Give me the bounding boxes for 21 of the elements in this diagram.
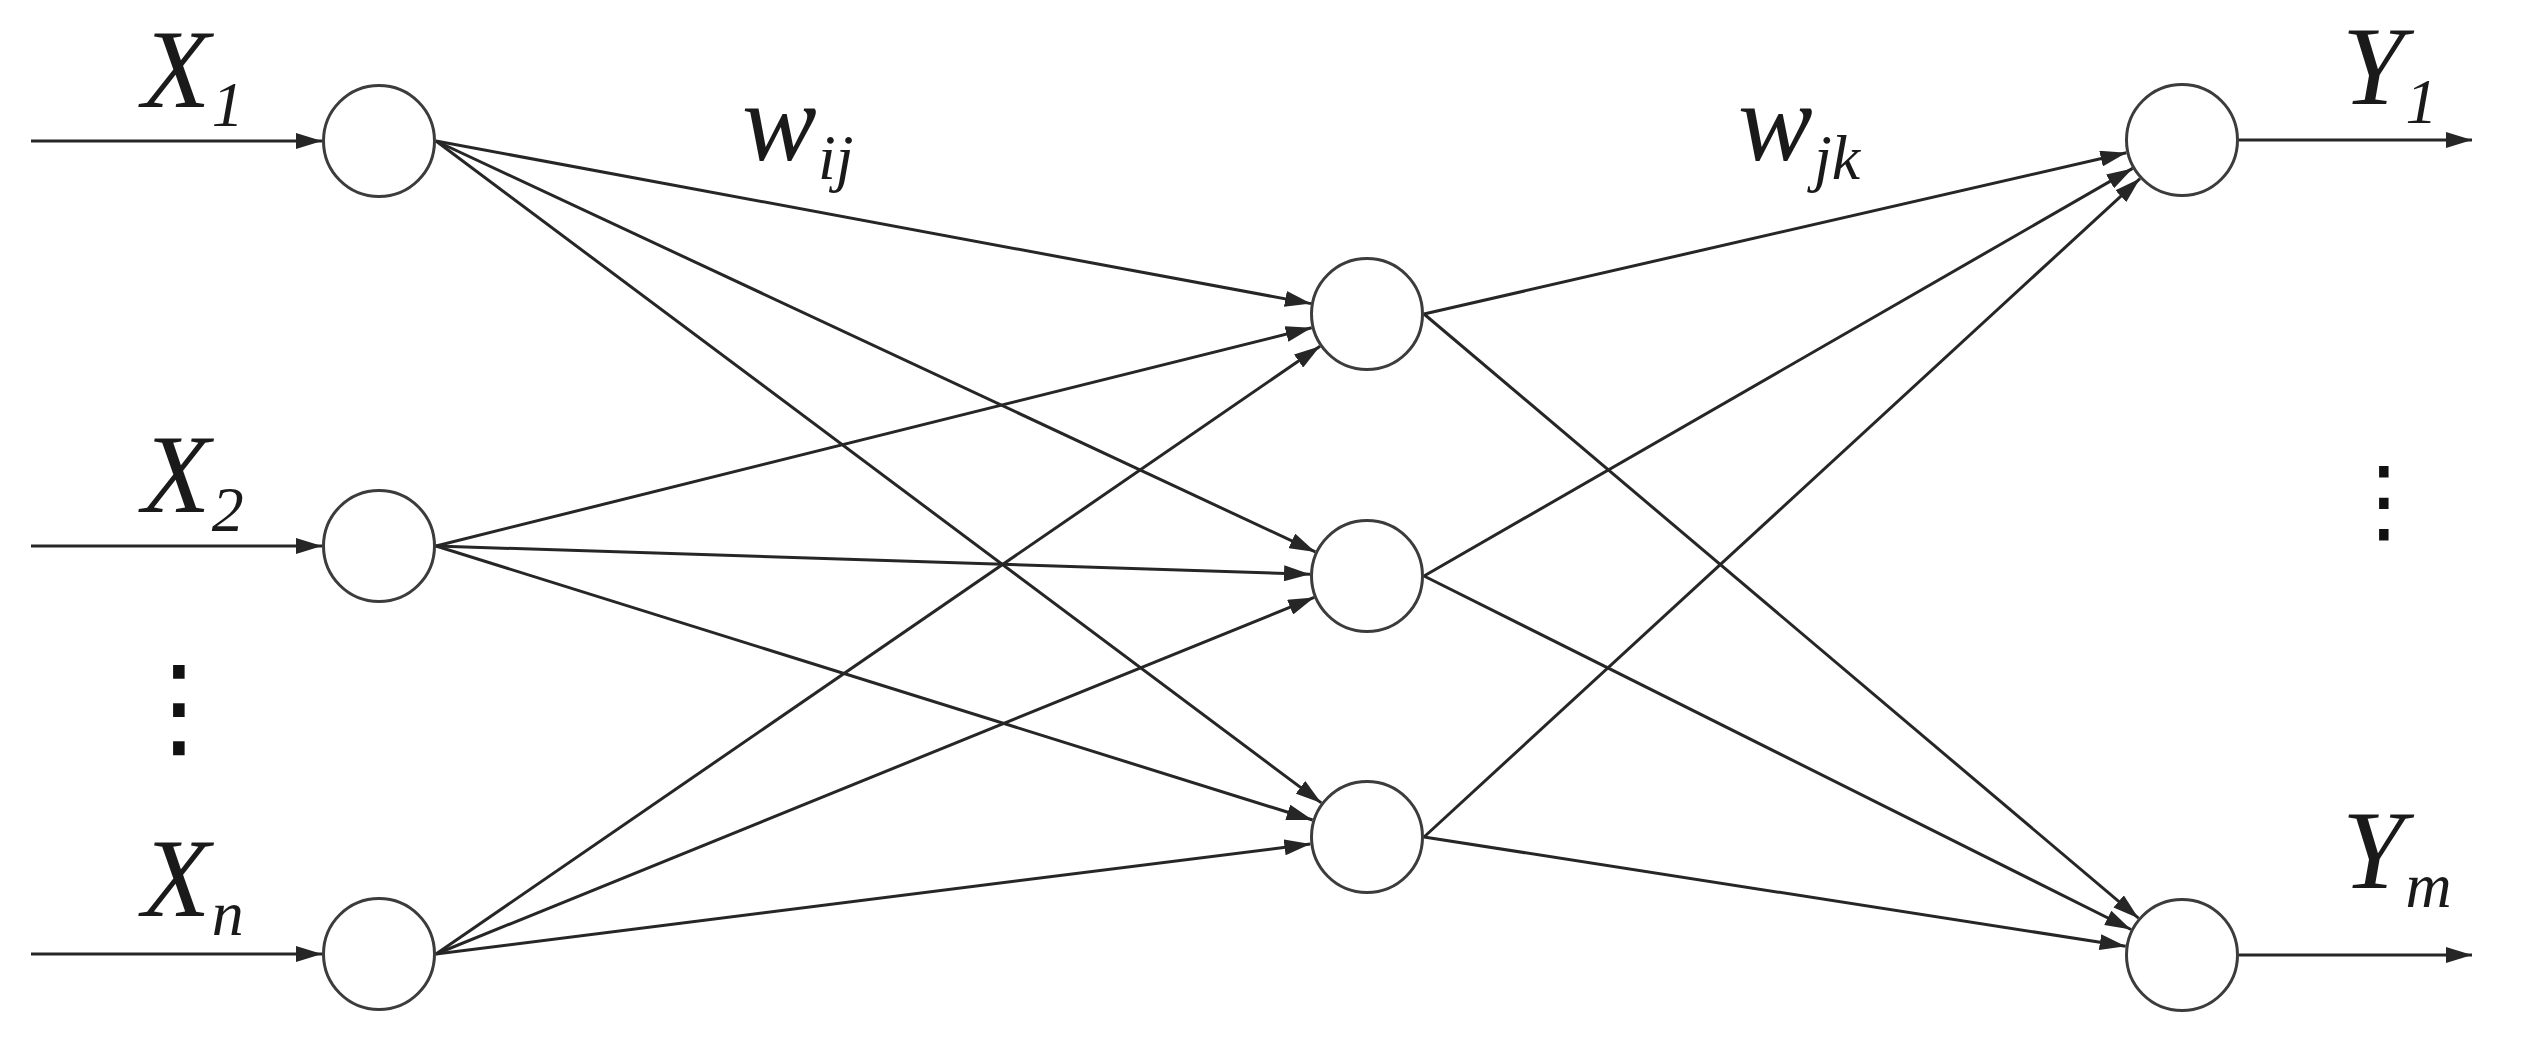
vertical-ellipsis: ⋮: [123, 650, 235, 762]
arrow: [1423, 312, 2140, 920]
arrow: [2239, 947, 2472, 963]
arrow: [435, 326, 1313, 548]
arrow: [1423, 177, 2141, 839]
arrow: [31, 946, 322, 962]
edge-label: Y$_{m}$: [2342, 794, 2453, 924]
arrow: [2239, 132, 2472, 148]
arrow: [1423, 150, 2127, 316]
edge-label: Y$_{1}$: [2342, 10, 2439, 140]
arrow: [31, 538, 322, 554]
arrow: [31, 133, 322, 149]
arrow: [435, 544, 1314, 822]
arrow: [1423, 167, 2134, 578]
arrow: [435, 139, 1312, 307]
arrow: [1423, 835, 2126, 951]
arrow: [1423, 574, 2132, 931]
vertical-ellipsis: ⋮: [2338, 455, 2430, 547]
arrow: [435, 839, 1311, 956]
weight-label: w$_{ij}$: [742, 66, 855, 196]
weight-label: w$_{jk}$: [1738, 66, 1862, 196]
